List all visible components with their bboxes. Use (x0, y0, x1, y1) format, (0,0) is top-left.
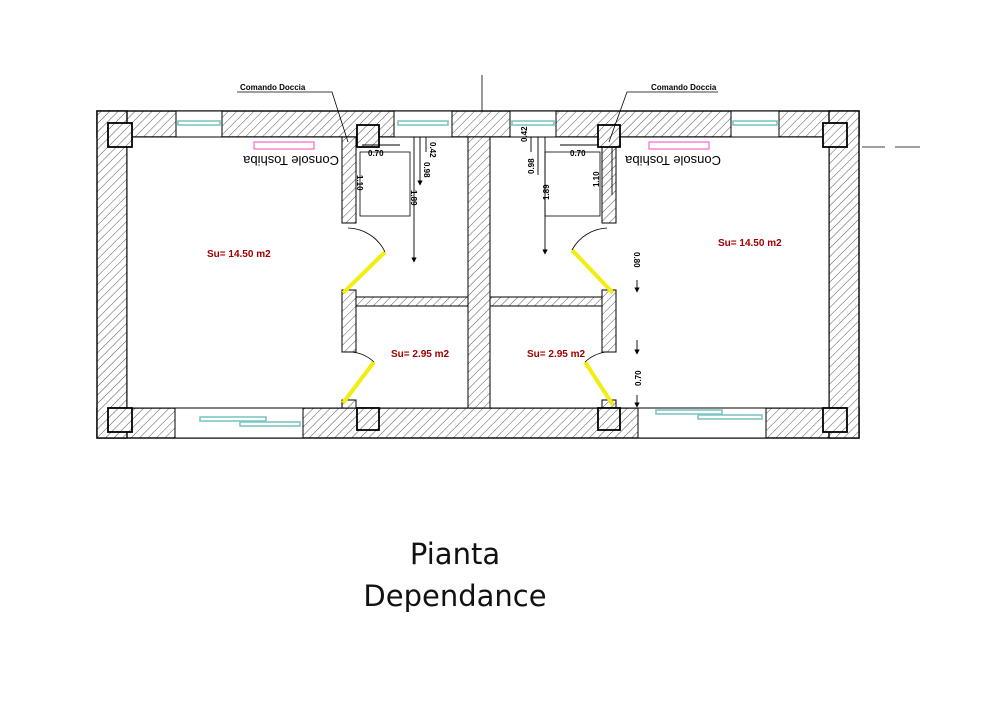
area-large-right: Su= 14.50 m2 (718, 238, 782, 249)
windows-top (175, 110, 780, 138)
pillars (107, 122, 848, 433)
dim-080: 0.80 (632, 252, 641, 268)
dim-042-left: 0.42 (428, 142, 437, 158)
dim-098-left: 0.98 (422, 162, 431, 178)
dim-110-right: 1.10 (592, 171, 601, 187)
area-small-right: Su= 2.95 m2 (527, 349, 586, 360)
leader-right (608, 91, 718, 143)
dim-070-left: 0.70 (368, 149, 384, 158)
sliding-doors-bottom (174, 407, 767, 439)
comando-doccia-left: Comando Doccia (240, 83, 306, 92)
dim-189-right: 1.89 (542, 184, 551, 200)
console-toshiba-right: Console Toshiba (624, 153, 721, 168)
dimension-arrows (355, 137, 640, 408)
dim-098-right: 0.98 (527, 158, 536, 174)
area-large-left: Su= 14.50 m2 (207, 249, 271, 260)
leader-left (237, 91, 349, 143)
dim-042-right: 0.42 (520, 126, 529, 142)
caption-title: Pianta (409, 537, 501, 571)
dim-189-left: 1.89 (409, 190, 418, 206)
comando-doccia-right: Comando Doccia (651, 83, 717, 92)
area-small-left: Su= 2.95 m2 (391, 349, 450, 360)
doors (341, 227, 615, 407)
dim-070-right: 0.70 (570, 149, 586, 158)
console-toshiba-left: Console Toshiba (242, 153, 339, 168)
console-right-unit (648, 141, 710, 150)
caption-subtitle: Dependance (363, 579, 547, 613)
console-left-unit (253, 141, 315, 150)
dim-070-door: 0.70 (634, 370, 643, 386)
dim-110-left: 1.10 (355, 175, 364, 191)
